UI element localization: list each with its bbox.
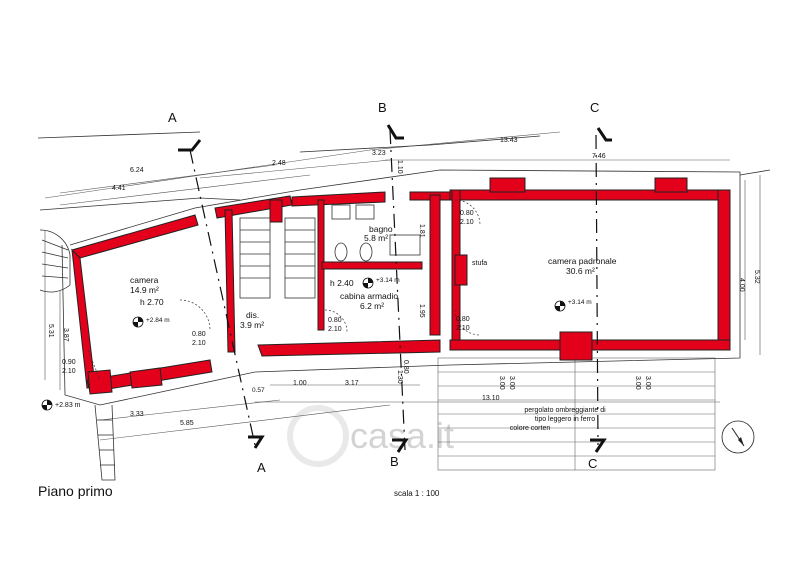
site-boundary [37, 131, 771, 211]
watermark-text: casa.it [350, 415, 454, 456]
door-swings [87, 199, 481, 381]
room-camera-area: 14.9 m² [130, 285, 159, 295]
dim-0-80: 0.80 [402, 360, 409, 374]
elev-marker-camera [132, 316, 144, 328]
dim-3-00-b: 3.00 [508, 376, 515, 390]
dim-3-87: 3.87 [62, 328, 69, 342]
watermark-logo: casa.it [287, 405, 454, 467]
internal-stair [239, 217, 316, 299]
dim-0-57: 0.57 [252, 387, 265, 394]
room-bagno-name: bagno [369, 224, 393, 234]
dim-5-85: 5.85 [180, 420, 194, 427]
elev-outside: +2.83 m [55, 402, 81, 409]
north-arrow-icon [721, 420, 755, 454]
pergola-grid [437, 357, 716, 471]
dim-3-00-d: 3.00 [644, 376, 651, 390]
room-dis-area: 3.9 m² [240, 320, 264, 330]
door-5-width: 0.90 [62, 359, 76, 366]
section-lines [178, 124, 612, 453]
section-label-c-bottom: C [588, 456, 597, 471]
dim-1-81: 1.81 [418, 224, 425, 238]
door-1-width: 0.80 [192, 331, 206, 338]
dimension-lines [44, 159, 761, 441]
door-4-height: 2.10 [456, 325, 470, 332]
bathroom-fixtures [331, 204, 421, 262]
dim-3-23: 3.23 [372, 150, 386, 157]
dim-6-24: 6.24 [130, 167, 144, 174]
door-4-width: 0.80 [456, 316, 470, 323]
dim-7-46: 7.46 [592, 153, 606, 160]
walls [71, 177, 731, 395]
dim-1-95: 1.95 [418, 304, 425, 318]
door-2-width: 0.80 [460, 210, 474, 217]
dim-4-41: 4.41 [112, 185, 126, 192]
dim-3-00-c: 3.00 [634, 376, 641, 390]
room-camera-elev: +2.84 m [146, 317, 170, 324]
door-3-height: 2.10 [328, 326, 342, 333]
door-1-height: 2.10 [192, 340, 206, 347]
room-camera-height: h 2.70 [140, 297, 164, 307]
section-label-a-bottom: A [257, 460, 266, 475]
door-3-width: 0.80 [328, 317, 342, 324]
drawing-title: Piano primo [38, 483, 113, 499]
section-label-b-top: B [378, 100, 387, 115]
dim-1-00: 1.00 [293, 380, 307, 387]
dim-3-33: 3.33 [130, 411, 144, 418]
dim-13-43: 13.43 [500, 137, 518, 144]
room-bagno-area: 5.8 m² [364, 233, 388, 243]
dim-1-10: 1.10 [396, 160, 403, 174]
building-outline [61, 169, 741, 406]
dim-2-48: 2.48 [272, 160, 286, 167]
dim-13-10: 13.10 [482, 395, 500, 402]
dim-5-32: 5.32 [753, 270, 760, 284]
door-2-height: 2.10 [460, 219, 474, 226]
scale-label: scala 1 : 100 [394, 489, 440, 498]
pergola-note-line: pergolato ombreggiante di [524, 407, 606, 414]
room-cabina-height: h 2.40 [330, 278, 354, 288]
room-padronale-name: camera padronale [548, 256, 617, 266]
room-padronale-area: 30.6 m² [566, 266, 595, 276]
door-5-height: 2.10 [62, 368, 76, 375]
dim-3-00-a: 3.00 [498, 376, 505, 390]
dim-4-00: 4.00 [738, 278, 745, 292]
stufa-label: stufa [472, 260, 487, 267]
exterior-stair [94, 404, 116, 481]
elev-marker-padronale [554, 300, 566, 312]
room-camera-name: camera [130, 275, 159, 285]
section-label-b-bottom: B [390, 454, 399, 469]
elevation-markers [41, 277, 566, 411]
room-dis-name: dis. [246, 310, 259, 320]
room-padronale-elev: +3.14 m [568, 299, 592, 306]
section-label-a-top: A [168, 110, 177, 125]
dim-3-17: 3.17 [345, 380, 359, 387]
section-label-c-top: C [590, 100, 599, 115]
room-cabina-elev: +3.14 m [376, 277, 400, 284]
elev-marker-cabina [362, 277, 374, 289]
elev-marker-outside [41, 399, 53, 411]
pergola-note-line: colore corten [510, 425, 551, 432]
room-cabina-name: cabina armadio [340, 291, 398, 301]
dim-1-30: 1.30 [396, 370, 403, 384]
pergola-note-line: tipo leggero in ferro [535, 416, 595, 423]
pergola-note: pergolato ombreggiante di tipo leggero in… [510, 407, 606, 432]
room-cabina-area: 6.2 m² [360, 301, 384, 311]
spiral-stair [39, 229, 71, 293]
dim-5-31: 5.31 [47, 324, 54, 338]
